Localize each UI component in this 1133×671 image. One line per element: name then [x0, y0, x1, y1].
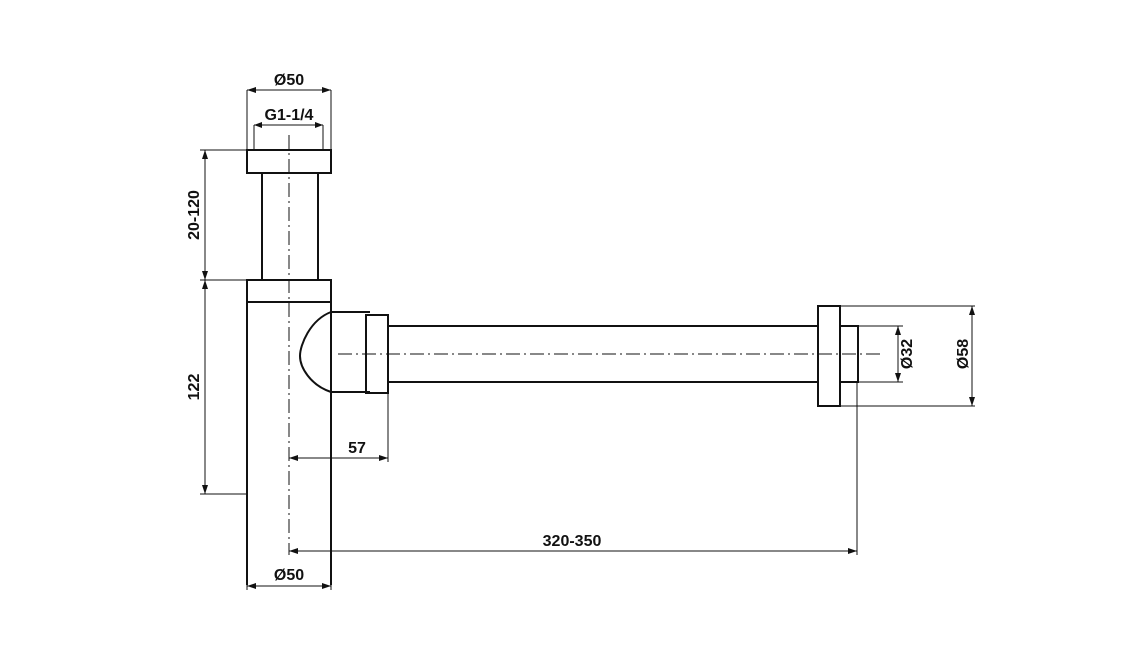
- pipe-diameter-label: Ø32: [899, 339, 916, 369]
- extension-lines: [200, 90, 975, 590]
- dimension-labels: Ø50 G1-1/4 20-120 122 57 320-350 Ø50 Ø32…: [186, 72, 972, 584]
- arrowheads: [202, 87, 975, 589]
- outlet-elbow: [298, 311, 370, 393]
- dimension-lines: [204, 89, 973, 587]
- wall-rosette-sleeve: [839, 325, 859, 383]
- height-adjust-label: 20-120: [186, 190, 203, 240]
- wall-length-label: 320-350: [543, 533, 602, 550]
- body-height-label: 122: [186, 374, 203, 401]
- outlet-offset-label: 57: [348, 440, 366, 457]
- tailpiece: [261, 172, 319, 281]
- thread-label: G1-1/4: [265, 107, 314, 124]
- trap-body: [246, 301, 332, 585]
- center-lines: [288, 135, 880, 555]
- top-diameter-label: Ø50: [274, 72, 304, 89]
- trap-geometry: [246, 149, 859, 585]
- wall-rosette: [817, 305, 841, 407]
- rosette-diameter-label: Ø58: [955, 339, 972, 369]
- bottom-diameter-label: Ø50: [274, 567, 304, 584]
